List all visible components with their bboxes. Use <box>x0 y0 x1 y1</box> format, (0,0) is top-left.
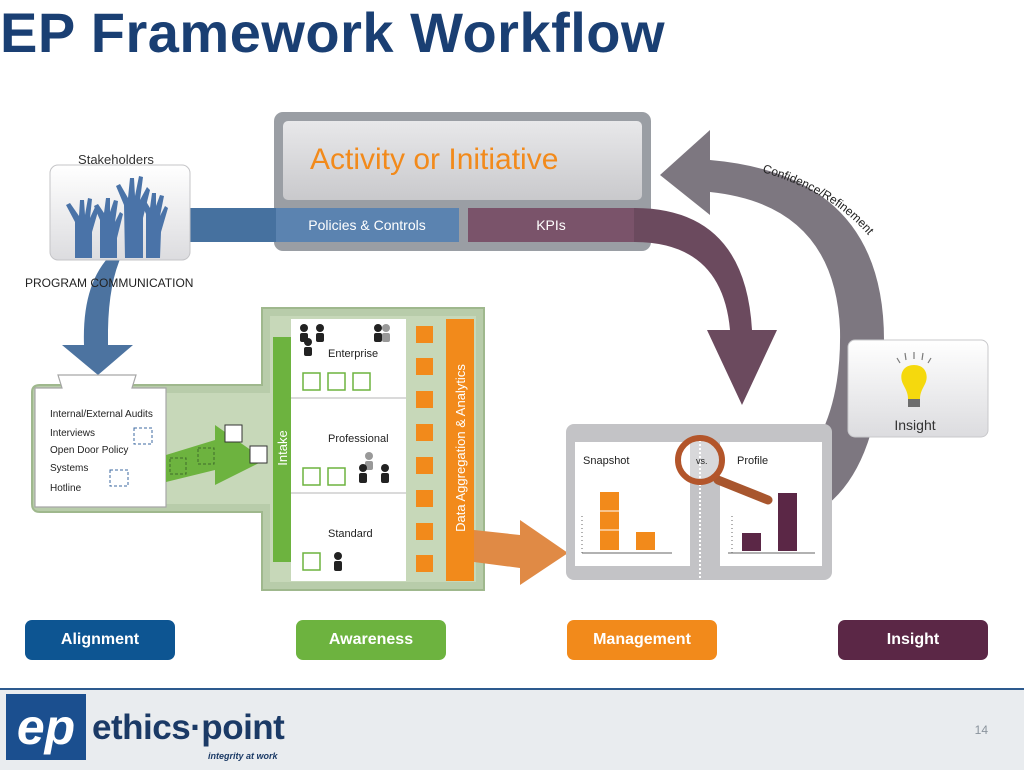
footer-bar: ep ethics·point integrity at work 14 <box>0 688 1024 770</box>
tier-enterprise: Enterprise <box>328 348 378 360</box>
phase-insight: Insight <box>838 620 988 660</box>
kpi-to-management-arrow <box>634 208 777 405</box>
ep-logo-icon: ep <box>6 694 86 760</box>
activity-title: Activity or Initiative <box>310 143 558 176</box>
intake-bar <box>273 337 292 562</box>
insight-card <box>847 339 989 438</box>
page-title: EP Framework Workflow <box>0 1 666 64</box>
policies-controls-band <box>276 208 459 242</box>
analytics-bar <box>446 319 474 581</box>
phase-awareness: Awareness <box>296 620 446 660</box>
tier-professional: Professional <box>328 433 389 445</box>
raised-hands-icon <box>66 176 168 258</box>
phase-alignment: Alignment <box>25 620 175 660</box>
page-number: 14 <box>974 723 988 737</box>
feedback-arrow <box>660 130 884 510</box>
tiers-panel <box>291 319 406 581</box>
profile-bar-2 <box>778 493 797 551</box>
program-communication-label: PROGRAM COMMUNICATION <box>25 276 193 290</box>
phase-management-label: Management <box>593 631 691 648</box>
phase-management: Management <box>567 620 717 660</box>
snapshot-bar-2 <box>636 532 655 550</box>
channel-interviews: Interviews <box>50 428 95 439</box>
tier-standard: Standard <box>328 528 373 540</box>
svg-text:ep: ep <box>17 699 75 755</box>
stakeholders-label: Stakeholders <box>78 152 154 167</box>
stakeholders-to-channels-arrow <box>62 212 190 375</box>
vs-label: vs. <box>696 456 708 466</box>
phase-awareness-label: Awareness <box>328 631 414 648</box>
lightbulb-icon <box>896 352 932 407</box>
brand-tagline: integrity at work <box>208 751 278 761</box>
phase-alignment-label: Alignment <box>60 631 140 648</box>
brand-name: ethics·point <box>92 708 285 747</box>
management-panel <box>566 424 832 584</box>
channel-open-door: Open Door Policy <box>50 445 128 456</box>
workflow-diagram: Activity or Initiative Policies & Contro… <box>25 112 989 591</box>
kpis-band <box>468 208 634 242</box>
channel-systems: Systems <box>50 463 88 474</box>
analytics-squares <box>416 326 433 572</box>
channels-card <box>34 374 167 508</box>
snapshot-bar-1 <box>600 492 619 550</box>
policies-controls-label: Policies & Controls <box>308 217 426 233</box>
stakeholders-card <box>49 164 191 261</box>
profile-bar-1 <box>742 533 761 551</box>
phase-insight-label: Insight <box>886 631 940 648</box>
kpis-label: KPIs <box>536 217 566 233</box>
channel-audits: Internal/External Audits <box>50 409 153 420</box>
analytics-to-management-arrow <box>474 520 568 585</box>
analytics-label: Data Aggregation & Analytics <box>453 364 468 532</box>
enterprise-people-icon <box>300 324 390 356</box>
professional-people-icon <box>359 452 389 483</box>
channels-to-intake-arrow <box>166 425 265 485</box>
insight-card-label: Insight <box>894 417 935 433</box>
magnifier-icon <box>675 435 773 505</box>
snapshot-label: Snapshot <box>583 455 629 467</box>
profile-label: Profile <box>737 455 768 467</box>
intake-label: Intake <box>275 430 290 465</box>
standard-person-icon <box>334 552 342 571</box>
channel-hotline: Hotline <box>50 483 82 494</box>
